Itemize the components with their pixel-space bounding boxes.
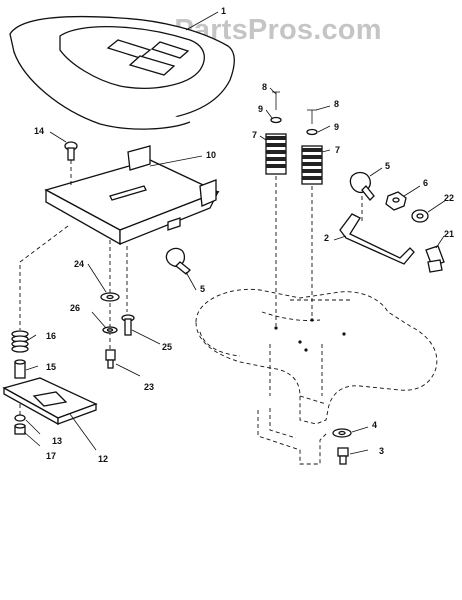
callout-16: 16 bbox=[46, 331, 56, 341]
stud-25[interactable] bbox=[121, 314, 135, 336]
bolt-8-right[interactable] bbox=[307, 109, 317, 124]
knob-5-right[interactable] bbox=[349, 171, 375, 201]
bracket-12[interactable] bbox=[2, 377, 98, 426]
callout-7-left: 7 bbox=[252, 130, 257, 140]
callout-10: 10 bbox=[206, 150, 216, 160]
washer-13[interactable] bbox=[14, 414, 26, 422]
callout-17: 17 bbox=[46, 451, 56, 461]
spring-16[interactable] bbox=[11, 330, 29, 353]
callout-6: 6 bbox=[423, 178, 428, 188]
callout-4: 4 bbox=[372, 420, 377, 430]
callout-14: 14 bbox=[34, 126, 44, 136]
callout-22: 22 bbox=[444, 193, 454, 203]
callout-13: 13 bbox=[52, 436, 62, 446]
bolt-21[interactable] bbox=[425, 245, 445, 273]
nut-6[interactable] bbox=[385, 191, 407, 211]
callout-8-left: 8 bbox=[262, 82, 267, 92]
seat[interactable] bbox=[9, 15, 235, 130]
callout-9-right: 9 bbox=[334, 122, 339, 132]
callout-25: 25 bbox=[162, 342, 172, 352]
callout-15: 15 bbox=[46, 362, 56, 372]
nut-17[interactable] bbox=[14, 423, 26, 435]
frame-holes bbox=[274, 318, 346, 352]
washer-24[interactable] bbox=[100, 292, 120, 302]
spring-7-right[interactable] bbox=[301, 145, 323, 185]
callout-2: 2 bbox=[324, 233, 329, 243]
bracket-2[interactable] bbox=[339, 213, 415, 265]
callout-9-left: 9 bbox=[258, 104, 263, 114]
bolt-3[interactable] bbox=[337, 447, 349, 465]
callout-21: 21 bbox=[444, 229, 454, 239]
bushing-15[interactable] bbox=[14, 359, 26, 379]
bolt-8-left[interactable] bbox=[272, 91, 280, 110]
leader-lines bbox=[23, 11, 447, 455]
callout-1: 1 bbox=[221, 6, 226, 16]
frame bbox=[195, 288, 438, 465]
callout-23: 23 bbox=[144, 382, 154, 392]
callout-5-left: 5 bbox=[200, 284, 205, 294]
washer-4[interactable] bbox=[332, 428, 352, 438]
seat-pan[interactable] bbox=[44, 145, 220, 246]
callout-26: 26 bbox=[70, 303, 80, 313]
washer-9-left[interactable] bbox=[270, 116, 282, 124]
callout-12: 12 bbox=[98, 454, 108, 464]
knob-5-left[interactable] bbox=[165, 247, 191, 275]
washer-9-right[interactable] bbox=[306, 128, 318, 136]
callout-3: 3 bbox=[379, 446, 384, 456]
washer-22[interactable] bbox=[411, 209, 429, 223]
callout-5-right: 5 bbox=[385, 161, 390, 171]
callout-24: 24 bbox=[74, 259, 84, 269]
callout-8-right: 8 bbox=[334, 99, 339, 109]
callouts: 1 2 3 4 5 5 6 7 7 8 8 9 9 10 12 13 14 15… bbox=[34, 6, 454, 464]
spring-7-left[interactable] bbox=[265, 133, 287, 175]
callout-7-right: 7 bbox=[335, 145, 340, 155]
bolt-23[interactable] bbox=[105, 349, 116, 369]
washer-26[interactable] bbox=[102, 326, 118, 334]
screw-14[interactable] bbox=[64, 141, 78, 161]
